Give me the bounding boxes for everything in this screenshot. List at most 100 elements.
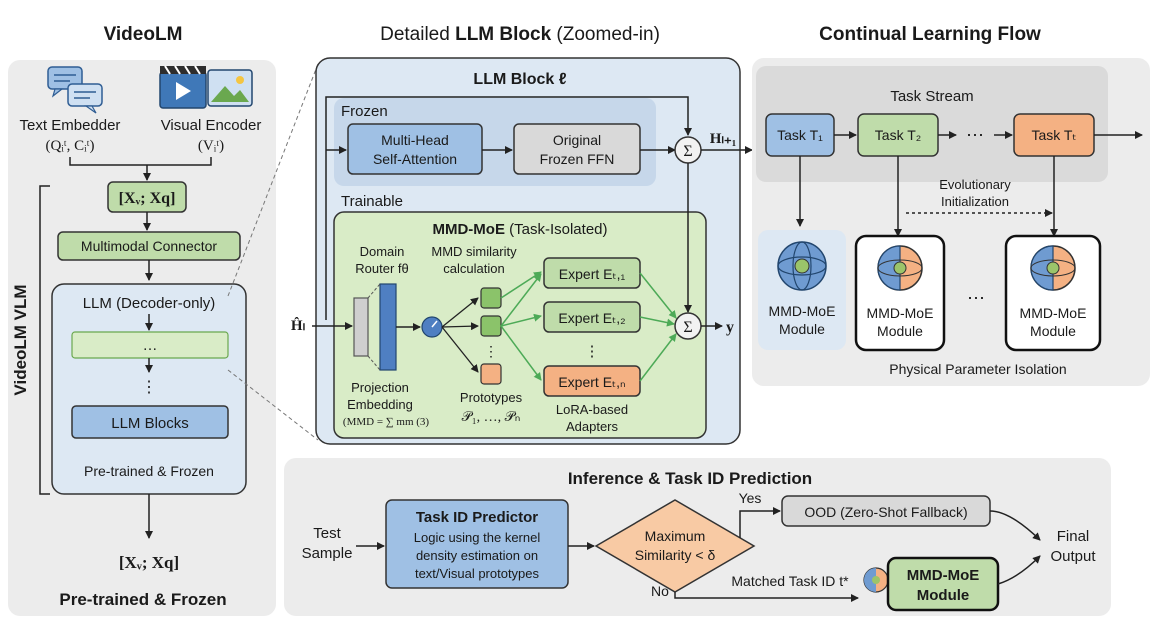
- task-2-label: Task T₂: [875, 127, 921, 143]
- arrow-to-proto-n: [441, 326, 479, 373]
- arrow-ood-final: [989, 510, 1041, 541]
- lora-label-2: Adapters: [566, 419, 619, 434]
- yes-label: Yes: [739, 490, 762, 506]
- module-2-label-2: Module: [877, 323, 923, 339]
- mmd-label-1: MMD similarity: [431, 244, 517, 259]
- predictor-title: Task ID Predictor: [416, 509, 538, 526]
- green-arrow-p2-e2: [500, 313, 542, 327]
- expert-1-label: Expert Eₜ,₁: [559, 266, 626, 282]
- brain-network-icon: [877, 245, 923, 291]
- visual-encoder-symbol: (Vᵢᵗ): [198, 138, 224, 154]
- zoom-line-bottom: [227, 369, 319, 441]
- prototype-n: [480, 363, 502, 385]
- task-id-predictor-box: [385, 499, 569, 589]
- prototypes-label: Prototypes: [460, 390, 523, 405]
- y-output-label: y: [726, 319, 734, 336]
- ood-label: OOD (Zero-Shot Fallback): [804, 504, 967, 520]
- expert-2-label: Expert Eₜ,₂: [558, 310, 625, 326]
- h-next-label: Hₗ₊₁: [710, 131, 737, 147]
- llm-block-title: LLM Block ℓ: [473, 71, 566, 88]
- proj-link-top: [367, 283, 381, 299]
- llm-blocks-label: LLM Blocks: [111, 415, 189, 432]
- lora-label-1: LoRA-based: [556, 402, 628, 417]
- concat-label: [Xᵥ; Xq]: [119, 190, 176, 207]
- frozen-ffn-box: [513, 123, 641, 175]
- physical-isolation-label: Physical Parameter Isolation: [889, 361, 1066, 377]
- residual-path-top: [325, 96, 692, 320]
- green-arrow-p2-e1: [500, 273, 542, 327]
- diamond-label-2: Similarity < δ: [635, 547, 716, 563]
- module-1-label-2: Module: [779, 321, 825, 337]
- test-label-1: Test: [313, 525, 341, 542]
- module-dots: ⋯: [967, 288, 985, 308]
- ffn-label-2: Frozen FFN: [540, 151, 615, 167]
- no-path: [674, 592, 859, 602]
- green-block-ellipsis: …: [143, 337, 158, 354]
- evolutionary-label-1: Evolutionary: [939, 177, 1011, 192]
- embedding-bar: [379, 283, 397, 371]
- merge-line: [69, 157, 212, 166]
- evolutionary-label-2: Initialization: [941, 194, 1009, 209]
- sum-symbol-bottom: Σ: [683, 319, 692, 336]
- brain-network-icon: [863, 567, 889, 593]
- projection-label-2: Embedding: [347, 397, 413, 412]
- router-label-1: Domain: [360, 244, 405, 259]
- green-llm-block: [71, 331, 229, 359]
- module-2-label-1: MMD-MoE: [867, 305, 934, 321]
- router-gauge-needle: [431, 320, 438, 328]
- predictor-line-3: text/Visual prototypes: [415, 566, 540, 581]
- chat-bubbles-icon: [47, 66, 103, 114]
- final-output-label-1: Final: [1057, 528, 1090, 545]
- title-continual-learning: Continual Learning Flow: [819, 24, 1041, 45]
- yes-path: [739, 507, 781, 538]
- green-arrow-p2-en: [500, 325, 542, 381]
- task-t-label: Task Tₜ: [1031, 127, 1076, 143]
- prototypes-symbols: 𝒫₁, …, 𝒫ₙ: [462, 410, 521, 425]
- projection-label-1: Projection: [351, 380, 409, 395]
- llm-blocks-box: [71, 405, 229, 439]
- task-stream-label: Task Stream: [890, 88, 973, 105]
- mmd-label-2: calculation: [443, 261, 504, 276]
- vertical-ellipsis-left: ⋮: [141, 379, 157, 396]
- trainable-label: Trainable: [341, 193, 403, 210]
- mmd-moe-title: MMD-MoE (Task-Isolated): [432, 221, 607, 238]
- matched-module-label-2: Module: [917, 587, 970, 604]
- final-output-label-2: Output: [1050, 548, 1096, 565]
- predictor-line-2: density estimation on: [416, 548, 538, 563]
- visual-encoder-label: Visual Encoder: [161, 117, 262, 134]
- inference-title: Inference & Task ID Prediction: [568, 469, 812, 488]
- prototype-1: [480, 287, 502, 309]
- arrow-to-proto-2: [441, 322, 479, 331]
- matched-task-label: Matched Task ID t*: [731, 573, 849, 589]
- text-embedder-symbol: (Qᵢᵗ, Cᵢᵗ): [46, 138, 95, 154]
- pretrained-inner-label: Pre-trained & Frozen: [84, 463, 214, 479]
- h-in-label: Ĥₗ: [291, 317, 306, 334]
- module-t-label-2: Module: [1030, 323, 1076, 339]
- router-label-2: Router fθ: [355, 261, 408, 276]
- prototype-vertical-dots: ⋮: [484, 343, 498, 359]
- multimodal-connector-label: Multimodal Connector: [81, 238, 218, 254]
- output-label: [Xᵥ; Xq]: [119, 553, 179, 572]
- projection-bar: [353, 297, 369, 357]
- title-videolm: VideoLM: [104, 24, 183, 45]
- test-label-2: Sample: [302, 545, 353, 562]
- mhsa-label-2: Self-Attention: [373, 151, 457, 167]
- video-image-icon: [159, 65, 253, 109]
- module-1-label-1: MMD-MoE: [769, 303, 836, 319]
- expert-n-label: Expert Eₜ,ₙ: [558, 374, 625, 390]
- mhsa-box: [347, 123, 483, 175]
- matched-module-label-1: MMD-MoE: [907, 567, 979, 584]
- green-arrow-e2-sum: [639, 316, 675, 327]
- text-embedder-label: Text Embedder: [20, 117, 121, 134]
- sum-symbol-top: Σ: [683, 143, 692, 160]
- videolm-vlm-vertical-label: VideoLM VLM: [11, 284, 30, 395]
- predictor-line-1: Logic using the kernel: [414, 530, 541, 545]
- mmd-formula: (MMD = ∑ mm (3): [343, 416, 429, 428]
- pretrained-bottom-label: Pre-trained & Frozen: [59, 590, 226, 609]
- brain-network-icon: [777, 241, 827, 291]
- ffn-label-1: Original: [553, 132, 601, 148]
- videolm-brace: [39, 185, 50, 495]
- title-detailed-llm-block: Detailed LLM Block (Zoomed-in): [380, 24, 660, 45]
- task-1-label: Task T₁: [777, 127, 823, 143]
